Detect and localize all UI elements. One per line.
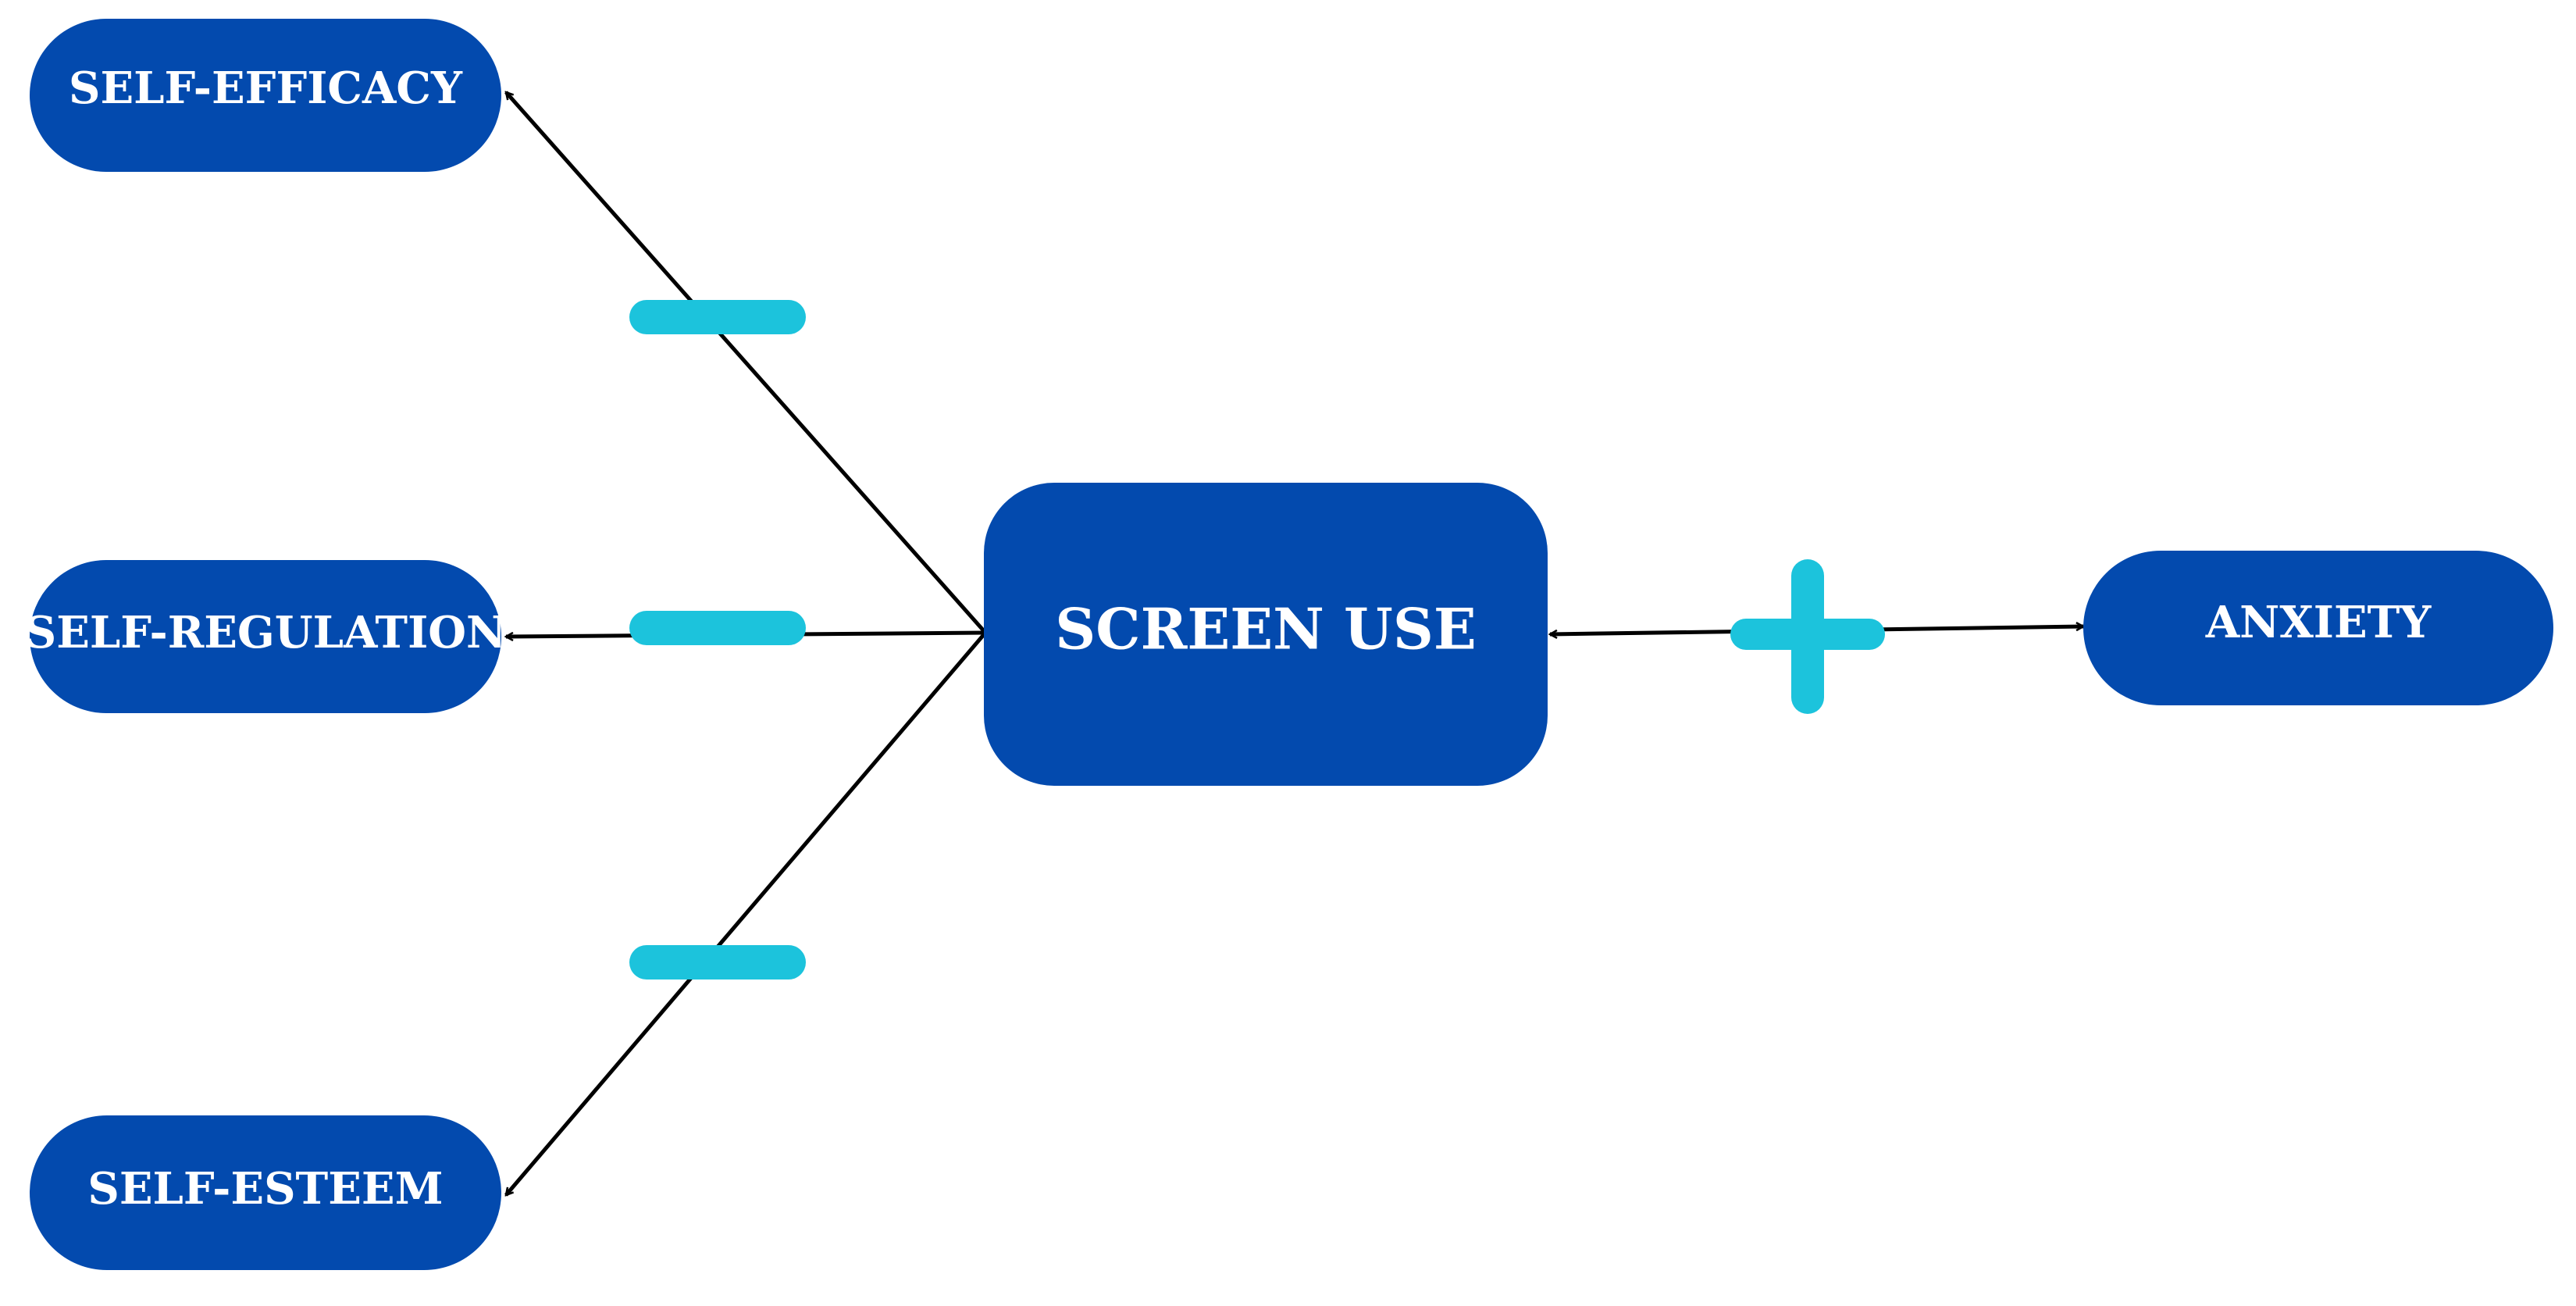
negative-sign-self-efficacy (629, 300, 806, 334)
node-anxiety: ANXIETY (2083, 551, 2553, 705)
node-self-regulation: SELF-REGULATION (25, 560, 506, 713)
node-self-esteem-label: SELF-ESTEEM (87, 1163, 443, 1215)
node-self-regulation-label: SELF-REGULATION (25, 607, 506, 658)
node-screen-use-label: SCREEN USE (1055, 596, 1476, 662)
negative-sign-self-esteem (629, 945, 806, 980)
node-screen-use: SCREEN USE (984, 483, 1548, 786)
positive-sign-anxiety (1730, 559, 1885, 714)
negative-sign-self-regulation (629, 611, 806, 645)
node-self-efficacy: SELF-EFFICACY (30, 19, 501, 172)
node-self-esteem: SELF-ESTEEM (30, 1115, 501, 1270)
node-anxiety-label: ANXIETY (2205, 597, 2432, 648)
node-self-efficacy-label: SELF-EFFICACY (69, 62, 463, 114)
arrow-screen-use-to-self-efficacy (504, 92, 987, 634)
arrow-screen-use-to-self-esteem (504, 631, 987, 1195)
